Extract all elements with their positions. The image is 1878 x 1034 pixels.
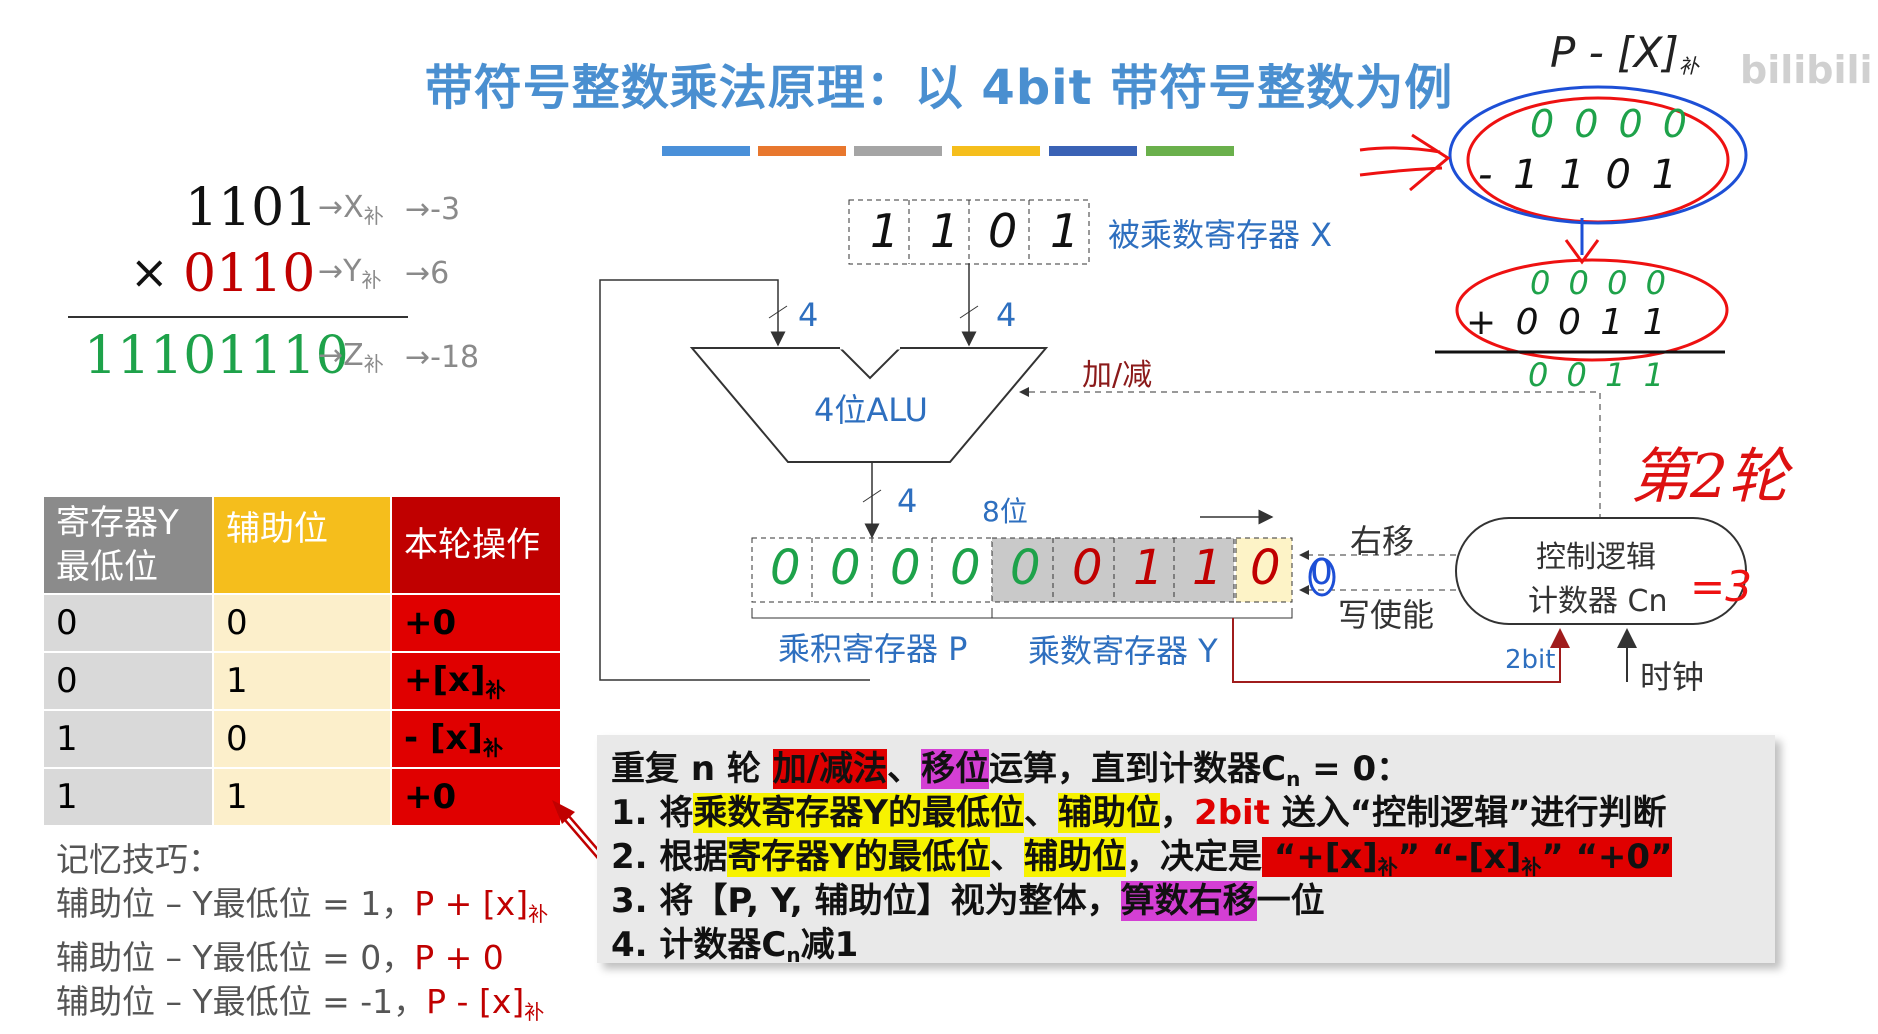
table-row: 1 0 - [x]补 [44,711,560,767]
cell-y: 0 [44,653,212,709]
counter-label: 计数器 Cn [1528,584,1668,619]
product-decimal: →-18 [405,340,480,375]
two-bit-label: 2bit [1505,645,1556,675]
multiplicand-decimal: →-3 [405,192,461,227]
multiplier-tag: →Y补 [318,254,382,292]
product: 11101110 [84,326,349,386]
x-bit: 1 [870,204,900,258]
x-bit: 0 [988,204,1018,258]
width-label: 8位 [982,495,1028,528]
multiplicand-tag: →X补 [318,190,384,228]
watermark: bilibili [1740,48,1873,92]
cell-aux: 1 [214,653,390,709]
cell-op: +0 [392,595,560,651]
annotation-row-d: + 0 0 1 1 [1466,302,1670,343]
cell-op: +0 [392,769,560,825]
aux-bit-cell [1235,537,1293,603]
info-line-1: 重复 n 轮 加/减法、移位运算，直到计数器Cn = 0： [611,749,1411,791]
y-bit: 0 [1010,540,1041,596]
multiplier-decimal: →6 [405,256,450,291]
cell-aux: 0 [214,711,390,767]
table-row: 0 1 +[x]补 [44,653,560,709]
cell-op: - [x]补 [392,711,560,767]
add-sub-label: 加/减 [1082,358,1153,393]
page-title: 带符号整数乘法原理：以 4bit 带符号整数为例 [424,60,1454,116]
cell-aux: 0 [214,595,390,651]
shift-right-label: 右移 [1350,522,1415,560]
p-bit: 0 [950,540,981,596]
annotation-row-e: 0 0 1 1 [1528,356,1668,394]
write-enable-label: 写使能 [1338,596,1435,634]
bus-width-down: 4 [897,482,918,520]
alu-label: 4位ALU [814,391,928,429]
cell-y: 1 [44,769,212,825]
color-bar-5 [1049,146,1137,156]
x-register-label: 被乘数寄存器 X [1108,216,1333,254]
annotation-row-b: - 1 1 0 1 [1478,152,1682,198]
header-y-lsb: 寄存器Y最低位 [44,497,212,593]
shifted-out-bit: 0 [1310,552,1333,593]
p-bit: 0 [890,540,921,596]
annotation-row-a: 0 0 0 0 [1530,102,1691,146]
color-bar-4 [952,146,1040,156]
info-line-5: 4. 计数器Cn减1 [611,925,859,967]
table-row: 0 0 +0 [44,595,560,651]
p-bit: 0 [770,540,801,596]
color-bar-2 [758,146,846,156]
memo-line: 辅助位 – Y最低位 = 0，P + 0 [56,938,504,977]
counter-value: =3 [1690,562,1752,611]
header-op: 本轮操作 [392,497,560,593]
clock-label: 时钟 [1640,658,1705,696]
y-register-label: 乘数寄存器 Y [1028,632,1218,670]
p-register-label: 乘积寄存器 P [778,630,968,668]
cell-op: +[x]补 [392,653,560,709]
table-header-row: 寄存器Y最低位 辅助位 本轮操作 [44,497,560,593]
x-bit: 1 [1050,204,1080,258]
product-tag: →Z补 [318,338,384,376]
cell-y: 0 [44,595,212,651]
y-bit: 1 [1133,540,1164,596]
y-register [991,537,1235,603]
multiplicand: 1101 [185,178,318,238]
y-bit: 0 [1072,540,1103,596]
alu [689,347,1049,463]
table-row: 1 1 +0 [44,769,560,825]
times-sign: × [130,245,169,299]
memory-tips: 记忆技巧： 辅助位 – Y最低位 = 1，P + [x]补 辅助位 – Y最低位… [56,838,548,1034]
sum-line [68,316,408,318]
color-bar-6 [1146,146,1234,156]
bus-width-right: 4 [996,296,1017,334]
color-bar-3 [854,146,942,156]
memo-line: 辅助位 – Y最低位 = -1，P - [x]补 [56,982,545,1024]
color-bar-1 [662,146,750,156]
round-label: 第2轮 [1630,442,1789,512]
booth-rule-table: 寄存器Y最低位 辅助位 本轮操作 0 0 +0 0 1 +[x]补 1 0 - … [42,495,562,827]
info-line-3: 2. 根据寄存器Y的最低位、辅助位，决定是 “+[x]补” “-[x]补” “+… [611,837,1673,879]
aux-bit: 0 [1250,540,1281,596]
info-line-4: 3. 将【P, Y, 辅助位】视为整体，算数右移一位 [611,881,1325,921]
memo-title: 记忆技巧： [56,840,221,879]
info-line-2: 1. 将乘数寄存器Y的最低位、辅助位，2bit 送入“控制逻辑”进行判断 [611,793,1667,833]
multiplier: 0110 [183,244,316,304]
header-aux: 辅助位 [214,497,390,593]
cell-aux: 1 [214,769,390,825]
bus-width-left: 4 [798,296,819,334]
x-bit: 1 [930,204,960,258]
memo-line: 辅助位 – Y最低位 = 1，P + [x]补 [56,884,549,926]
cell-y: 1 [44,711,212,767]
annotation-formula: P - [X]补 [1550,28,1699,78]
algorithm-steps-box: 重复 n 轮 加/减法、移位运算，直到计数器Cn = 0： 1. 将乘数寄存器Y… [597,735,1775,967]
control-logic-label: 控制逻辑 [1536,540,1656,575]
p-bit: 0 [830,540,861,596]
annotation-row-c: 0 0 0 0 [1530,264,1670,302]
y-bit: 1 [1192,540,1223,596]
control-logic [1455,517,1747,625]
